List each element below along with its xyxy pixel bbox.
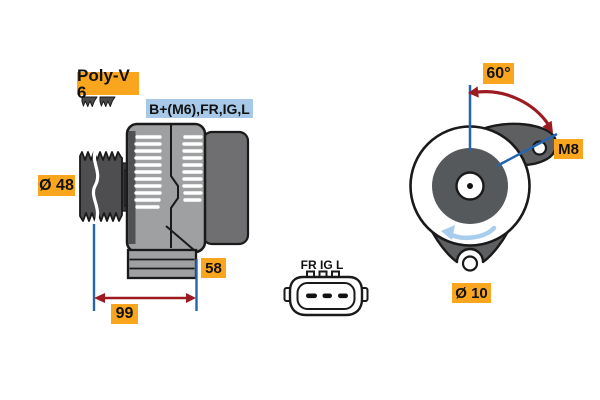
arc-arrowhead-right [542,120,553,133]
m8-bolt-axis-line [496,132,558,168]
label-dim-58: 58 [201,258,226,278]
pulley-break-line [91,147,100,226]
label-pulley-diameter: Ø 48 [38,175,75,196]
connector-pins [306,293,348,299]
rotation-arrow [447,225,497,241]
label-dim-99: 99 [111,304,138,324]
rear-housing [201,130,250,246]
connector-drawing [283,270,369,317]
housing-contour [170,125,179,248]
vent-louvers-right [182,135,203,202]
label-belt-type: Poly-V 6 [77,67,139,101]
label-angle-60: 60° [483,63,514,84]
arrowhead-left [94,293,105,303]
angle-arc-60 [477,90,550,125]
belt-profile-icon [81,96,116,107]
ear-hole-bottom [461,255,479,272]
pulley [79,151,123,222]
connector-pin-labels: FR IG L [300,258,344,272]
label-terminals: B+(M6),FR,IG,L [146,99,253,118]
end-view-drawing [409,85,558,272]
side-view-drawing [79,96,250,280]
mounting-foot [126,248,198,280]
arrowhead-right [186,293,196,303]
connector-inner-seal [296,282,356,310]
rotation-arrowhead [441,225,455,240]
label-hole-diameter: Ø 10 [452,283,491,303]
vent-louvers-left [134,135,162,209]
shaft-center-dot [467,183,473,189]
dimension-lines-side [92,224,198,311]
label-bolt-m8: M8 [554,139,583,159]
arc-arrowhead-left [468,86,479,98]
front-edge-shade [128,131,136,244]
rear-slope-line [165,225,195,251]
